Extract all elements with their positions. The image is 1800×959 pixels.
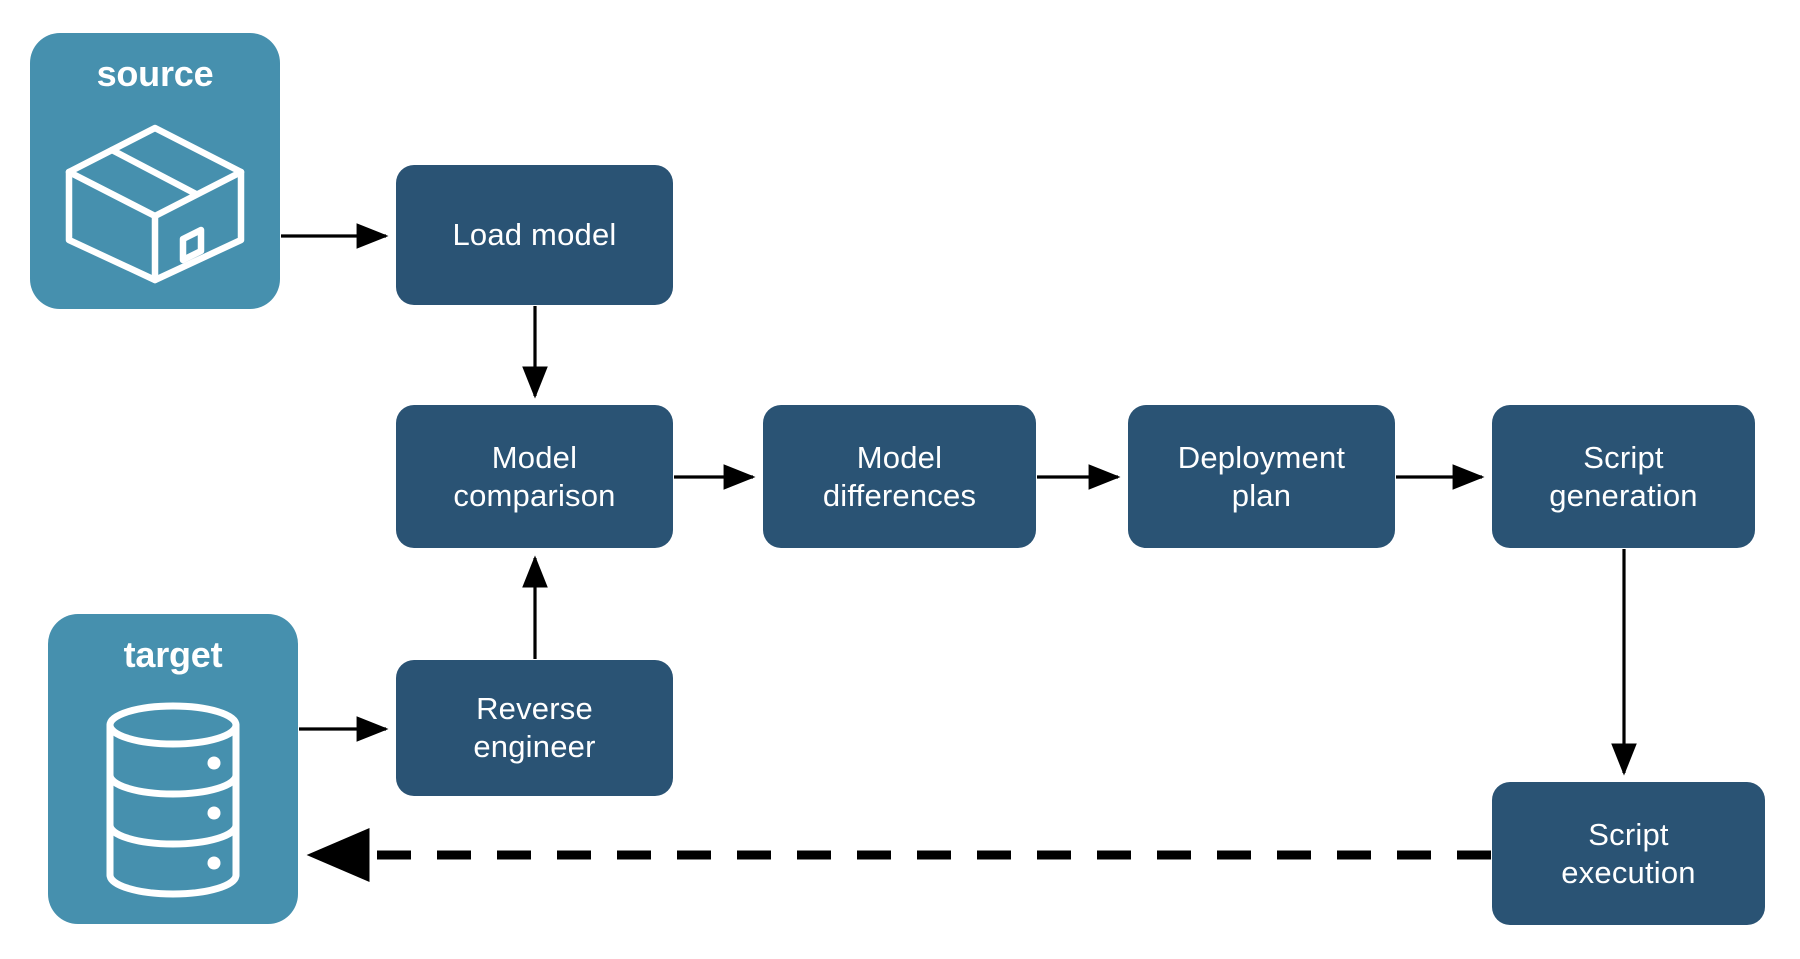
node-reverse-engineer-label: Reverse engineer: [473, 691, 596, 764]
node-script-execution[interactable]: Script execution: [1492, 782, 1765, 925]
node-target-label: target: [123, 634, 223, 675]
node-model-differences-label: Model differences: [822, 439, 977, 513]
node-deployment-plan[interactable]: Deployment plan: [1128, 405, 1395, 548]
node-target[interactable]: target: [48, 614, 298, 924]
node-script-generation[interactable]: Script generation: [1492, 405, 1755, 548]
node-model-comparison[interactable]: Model comparison: [396, 405, 673, 548]
node-deployment-plan-label: Deployment plan: [1177, 439, 1346, 513]
database-cylinder-icon: [48, 676, 298, 924]
node-model-comparison-label: Model comparison: [453, 439, 616, 513]
node-load-model-label: Load model: [452, 217, 617, 253]
node-source[interactable]: source: [30, 33, 280, 309]
node-reverse-engineer[interactable]: Reverse engineer: [396, 660, 673, 796]
node-source-label: source: [96, 53, 214, 94]
node-script-execution-label: Script execution: [1561, 816, 1696, 890]
node-model-differences[interactable]: Model differences: [763, 405, 1036, 548]
node-script-generation-label: Script generation: [1549, 439, 1698, 513]
package-box-icon: [30, 95, 280, 309]
node-load-model[interactable]: Load model: [396, 165, 673, 305]
